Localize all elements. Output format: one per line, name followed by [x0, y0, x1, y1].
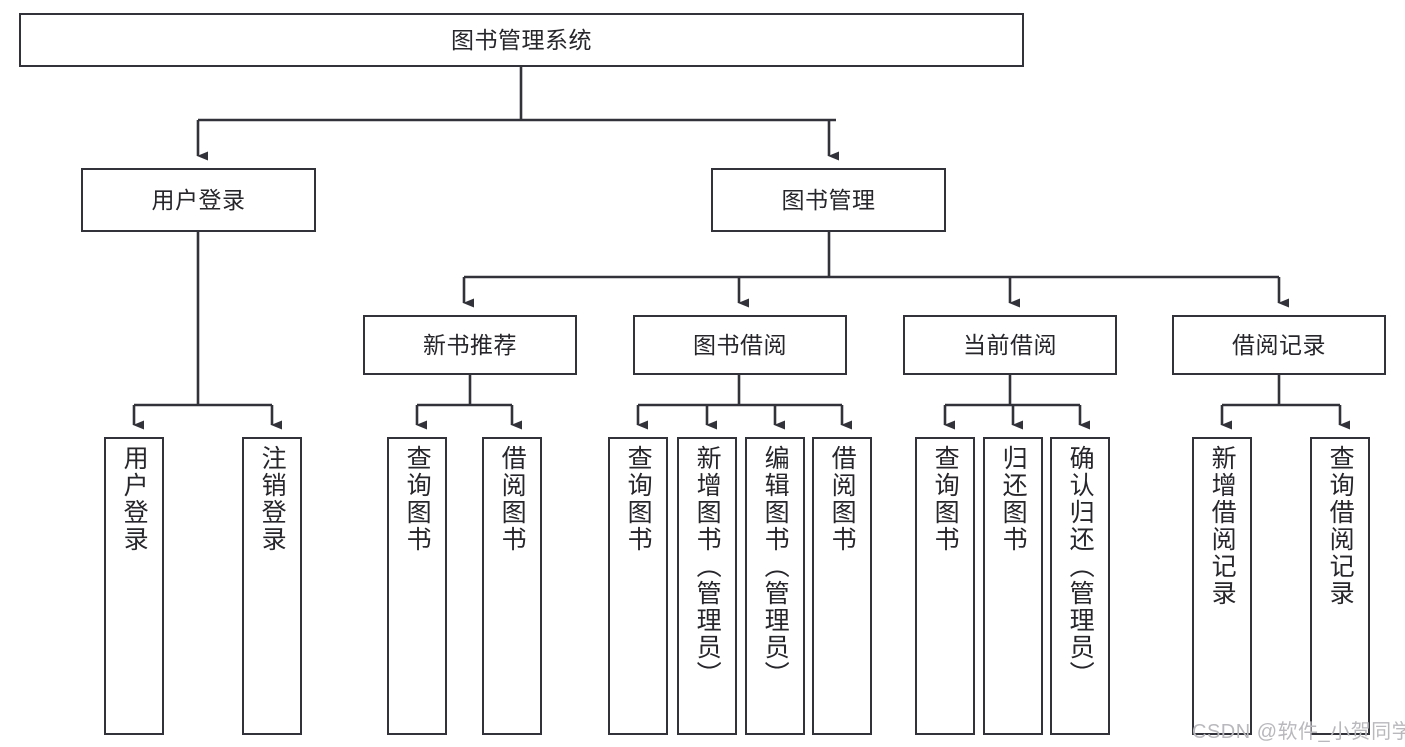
node-book-management-label: 图书管理 [781, 186, 876, 213]
node-new-book-recommend-label: 新书推荐 [423, 331, 517, 358]
leaf-borrow-book-2-label: 借阅图书 [828, 445, 857, 553]
leaf-confirm-return-label: 确认归还（管理员） [1066, 445, 1095, 688]
node-root[interactable]: 图书管理系统 [19, 13, 1024, 67]
node-new-book-recommend[interactable]: 新书推荐 [363, 315, 577, 375]
leaf-user-login-label: 用户登录 [120, 445, 149, 553]
leaf-user-logout-label: 注销登录 [258, 445, 287, 553]
leaf-query-book-3-label: 查询图书 [931, 445, 960, 553]
leaf-edit-book-label: 编辑图书（管理员） [761, 445, 790, 688]
node-user-login[interactable]: 用户登录 [81, 168, 316, 232]
leaf-confirm-return[interactable]: 确认归还（管理员） [1050, 437, 1110, 735]
leaf-user-logout[interactable]: 注销登录 [242, 437, 302, 735]
leaf-return-book-label: 归还图书 [999, 445, 1028, 553]
leaf-add-book[interactable]: 新增图书（管理员） [677, 437, 737, 735]
leaf-add-record[interactable]: 新增借阅记录 [1192, 437, 1252, 735]
leaf-borrow-book-2[interactable]: 借阅图书 [812, 437, 872, 735]
leaf-add-book-label: 新增图书（管理员） [693, 445, 722, 688]
node-borrow-record[interactable]: 借阅记录 [1172, 315, 1386, 375]
node-current-borrow-label: 当前借阅 [963, 331, 1057, 358]
leaf-user-login[interactable]: 用户登录 [104, 437, 164, 735]
node-root-label: 图书管理系统 [451, 26, 592, 53]
leaf-edit-book[interactable]: 编辑图书（管理员） [745, 437, 805, 735]
node-borrow-record-label: 借阅记录 [1232, 331, 1326, 358]
leaf-query-record-label: 查询借阅记录 [1326, 445, 1355, 607]
node-book-management[interactable]: 图书管理 [711, 168, 946, 232]
node-book-borrow-label: 图书借阅 [693, 331, 787, 358]
node-book-borrow[interactable]: 图书借阅 [633, 315, 847, 375]
node-user-login-label: 用户登录 [151, 186, 246, 213]
leaf-return-book[interactable]: 归还图书 [983, 437, 1043, 735]
leaf-query-book-1[interactable]: 查询图书 [387, 437, 447, 735]
leaf-query-book-2[interactable]: 查询图书 [608, 437, 668, 735]
leaf-query-record[interactable]: 查询借阅记录 [1310, 437, 1370, 735]
leaf-borrow-book-1-label: 借阅图书 [498, 445, 527, 553]
node-current-borrow[interactable]: 当前借阅 [903, 315, 1117, 375]
leaf-borrow-book-1[interactable]: 借阅图书 [482, 437, 542, 735]
leaf-query-book-1-label: 查询图书 [403, 445, 432, 553]
leaf-add-record-label: 新增借阅记录 [1208, 445, 1237, 607]
leaf-query-book-3[interactable]: 查询图书 [915, 437, 975, 735]
watermark-text: CSDN @软件_小贺同学 [1192, 721, 1405, 743]
leaf-query-book-2-label: 查询图书 [624, 445, 653, 553]
